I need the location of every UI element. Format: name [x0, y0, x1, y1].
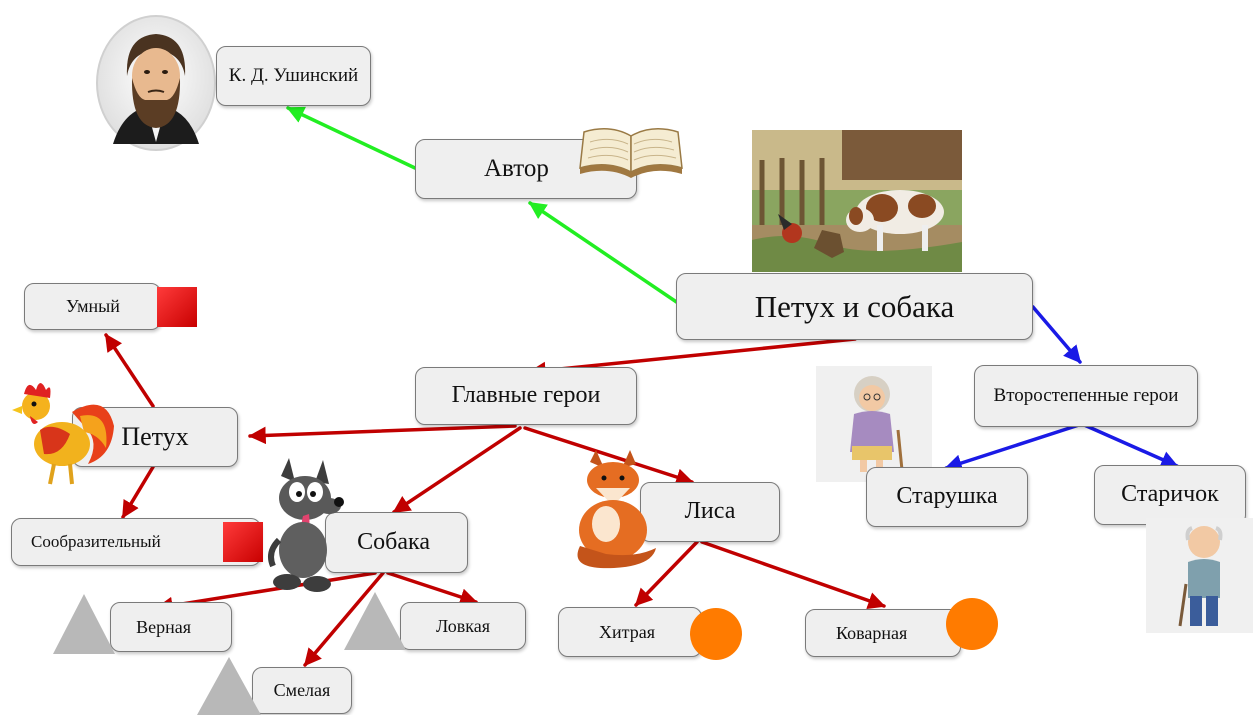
dog-marker-triangle [344, 592, 406, 650]
root-node[interactable]: Петух и собака [676, 273, 1033, 340]
positive-marker-square [223, 522, 263, 562]
arrow-main-rooster [248, 424, 517, 445]
grandpa-icon [1146, 518, 1253, 633]
fox-marker-circle [946, 598, 998, 650]
trait-loyal[interactable]: Верная [110, 602, 232, 652]
arrow-root-main [528, 337, 857, 380]
dog-marker-triangle [53, 594, 115, 654]
secondary-heroes-node[interactable]: Второстепенные герои [974, 365, 1198, 427]
trait-clever[interactable]: Сообразительный [11, 518, 261, 566]
arrow-fox-sly [634, 540, 699, 607]
dog-marker-triangle [197, 657, 261, 715]
dog-icon [268, 458, 344, 592]
portrait-icon [96, 15, 216, 151]
main-heroes-node[interactable]: Главные герои [415, 367, 637, 425]
fox-marker-circle [690, 608, 742, 660]
old-man-node[interactable]: Старичок [1094, 465, 1246, 525]
author-name-node[interactable]: К. Д. Ушинский [216, 46, 371, 106]
trait-smart[interactable]: Умный [24, 283, 161, 330]
old-woman-node[interactable]: Старушка [866, 467, 1028, 527]
arrow-secondary-oldwoman [944, 422, 1084, 472]
arrow-author-name [286, 106, 417, 170]
arrow-rooster-smart [104, 333, 155, 408]
arrow-root-secondary [1031, 305, 1082, 364]
fox-icon [577, 450, 656, 569]
trait-cunning[interactable]: Коварная [805, 609, 961, 657]
positive-marker-square [157, 287, 197, 327]
arrow-root-author [528, 201, 680, 305]
arrow-secondary-oldman [1080, 422, 1179, 468]
grandma-icon [816, 366, 932, 482]
rooster-icon [12, 383, 114, 485]
arrow-main-dog [392, 426, 522, 514]
arrow-dog-brave [303, 571, 385, 667]
book-icon [579, 128, 683, 178]
arrow-rooster-clever [121, 465, 155, 519]
illustration-icon [752, 130, 962, 272]
trait-brave[interactable]: Смелая [252, 667, 352, 714]
arrow-dog-agile [386, 571, 478, 606]
arrow-main-fox [523, 426, 694, 486]
dog-node[interactable]: Собака [325, 512, 468, 573]
fox-node[interactable]: Лиса [640, 482, 780, 542]
trait-agile[interactable]: Ловкая [400, 602, 526, 650]
trait-sly[interactable]: Хитрая [558, 607, 702, 657]
arrow-fox-cunning [700, 540, 886, 610]
